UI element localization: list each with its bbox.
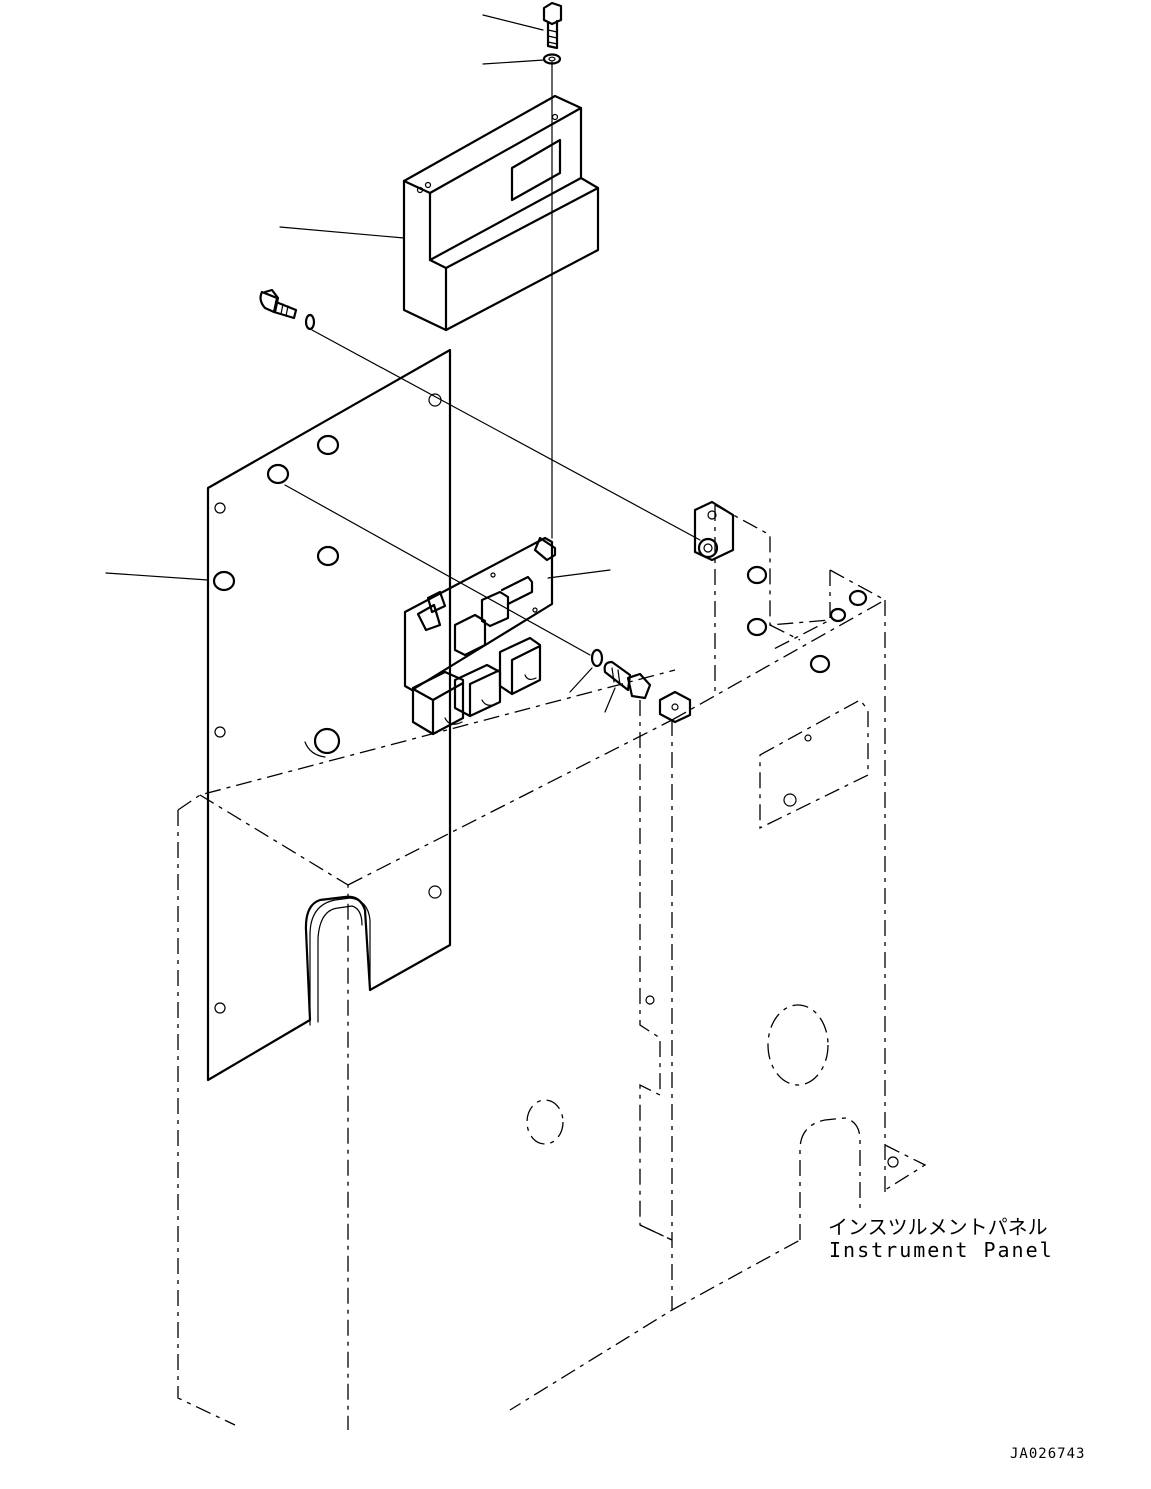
controller-board [403, 536, 557, 736]
board-bolt [590, 648, 652, 700]
controller-cover [402, 94, 600, 332]
instrument-panel-outline [177, 504, 927, 1430]
mounting-bracket [658, 500, 735, 724]
assembly-lines [105, 14, 701, 713]
top-bolt [542, 1, 563, 65]
panel-nuts [746, 565, 868, 674]
left-bolt [259, 288, 316, 331]
drawing-code: JA026743 [1010, 1446, 1085, 1462]
panel-label-en: Instrument Panel [829, 1238, 1054, 1262]
mounting-plate [206, 348, 452, 1082]
panel-label-jp: インスツルメントパネル [828, 1215, 1048, 1239]
